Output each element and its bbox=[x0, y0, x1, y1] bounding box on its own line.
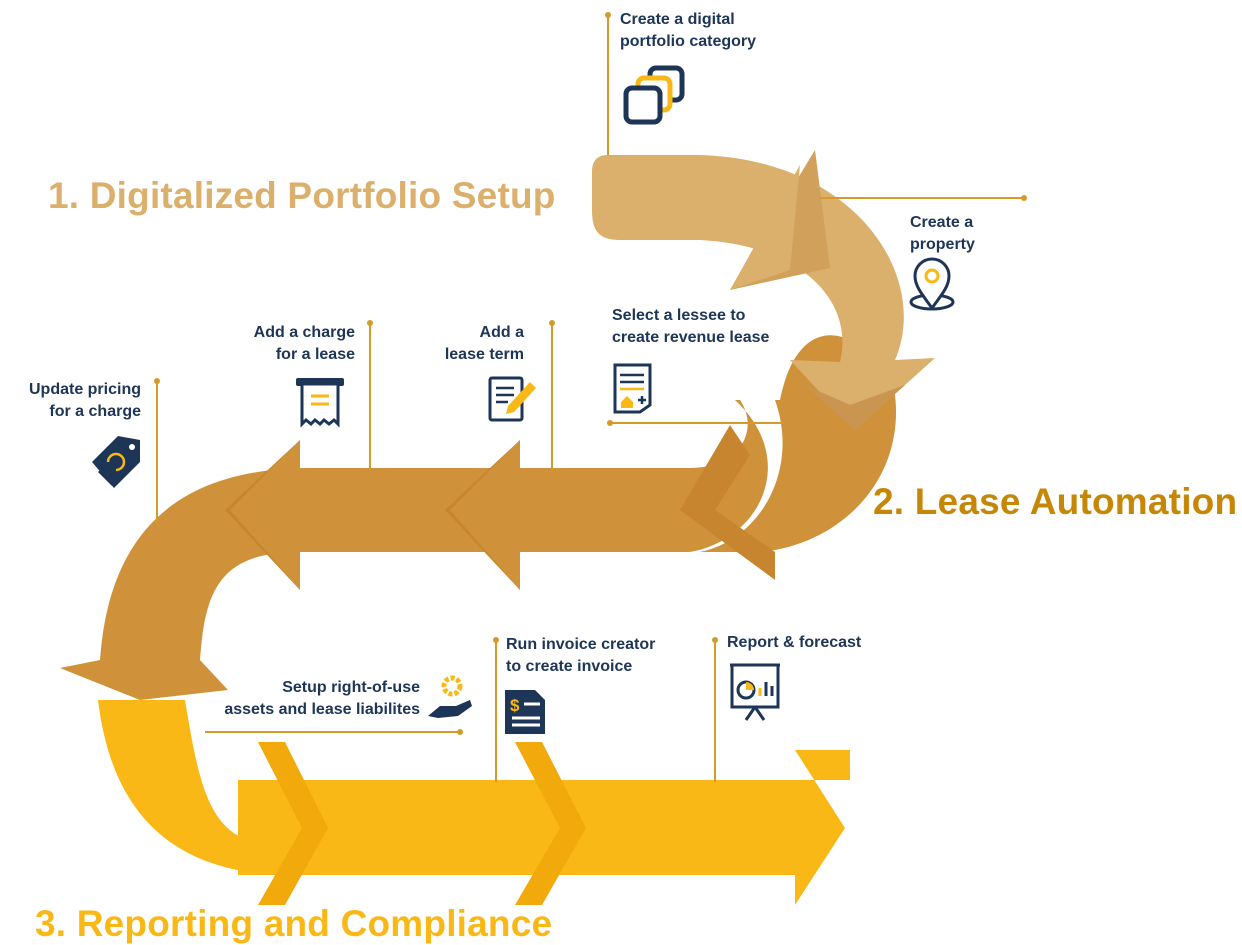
stacked-squares-icon bbox=[623, 65, 685, 125]
price-tag-refresh-icon bbox=[92, 436, 140, 488]
step-line: property bbox=[910, 236, 975, 253]
step-run-invoice: Run invoice creator to create invoice bbox=[506, 634, 655, 678]
step-create-property: Create a property bbox=[910, 212, 975, 256]
phase1-band bbox=[592, 155, 935, 430]
step-line: assets and lease liabilites bbox=[224, 701, 420, 718]
step-line: to create invoice bbox=[506, 658, 633, 675]
leader-lines bbox=[156, 15, 1024, 782]
step-update-pricing: Update pricing for a charge bbox=[2, 379, 141, 423]
step-line: create revenue lease bbox=[612, 329, 770, 346]
presentation-chart-icon bbox=[730, 663, 780, 721]
step-line: Update pricing bbox=[28, 381, 141, 398]
step-report-forecast: Report & forecast bbox=[727, 632, 861, 654]
step-line: Setup right-of-use bbox=[282, 679, 420, 696]
step-line: Add a charge bbox=[253, 324, 355, 341]
step-add-lease-term: Add a lease term bbox=[424, 322, 524, 366]
step-line: Add a bbox=[479, 324, 524, 341]
svg-text:$: $ bbox=[510, 696, 520, 715]
phase3-title: 3. Reporting and Compliance bbox=[35, 903, 553, 944]
step-line: lease term bbox=[444, 346, 524, 363]
lease-document-icon bbox=[613, 363, 652, 414]
step-line: Run invoice creator bbox=[506, 636, 656, 653]
step-add-charge: Add a charge for a lease bbox=[220, 322, 355, 366]
phase2-title: 2. Lease Automation bbox=[873, 481, 1238, 522]
step-line: portfolio category bbox=[620, 33, 757, 50]
step-select-lessee: Select a lessee to create revenue lease bbox=[612, 305, 769, 349]
phase3-arrow bbox=[238, 742, 850, 905]
step-line: Create a bbox=[910, 214, 974, 231]
step-line: for a charge bbox=[49, 403, 141, 420]
receipt-icon bbox=[296, 378, 344, 428]
hand-gear-icon bbox=[428, 675, 472, 718]
location-pin-icon bbox=[909, 257, 955, 311]
step-line: for a lease bbox=[275, 346, 355, 363]
phase1-arrowhead-shade bbox=[805, 385, 905, 430]
document-edit-icon bbox=[488, 376, 536, 422]
phase2-band bbox=[60, 400, 768, 700]
step-line: Report & forecast bbox=[727, 634, 862, 651]
step-create-category: Create a digital portfolio category bbox=[620, 9, 756, 53]
invoice-dollar-icon: $ bbox=[505, 690, 545, 734]
phase2-chevrons bbox=[225, 425, 775, 590]
phase1-title: 1. Digitalized Portfolio Setup bbox=[48, 175, 556, 216]
leader-dots bbox=[154, 12, 1027, 735]
step-setup-rou: Setup right-of-use assets and lease liab… bbox=[190, 677, 420, 721]
step-line: Select a lessee to bbox=[612, 307, 746, 324]
step-line: Create a digital bbox=[620, 11, 735, 28]
